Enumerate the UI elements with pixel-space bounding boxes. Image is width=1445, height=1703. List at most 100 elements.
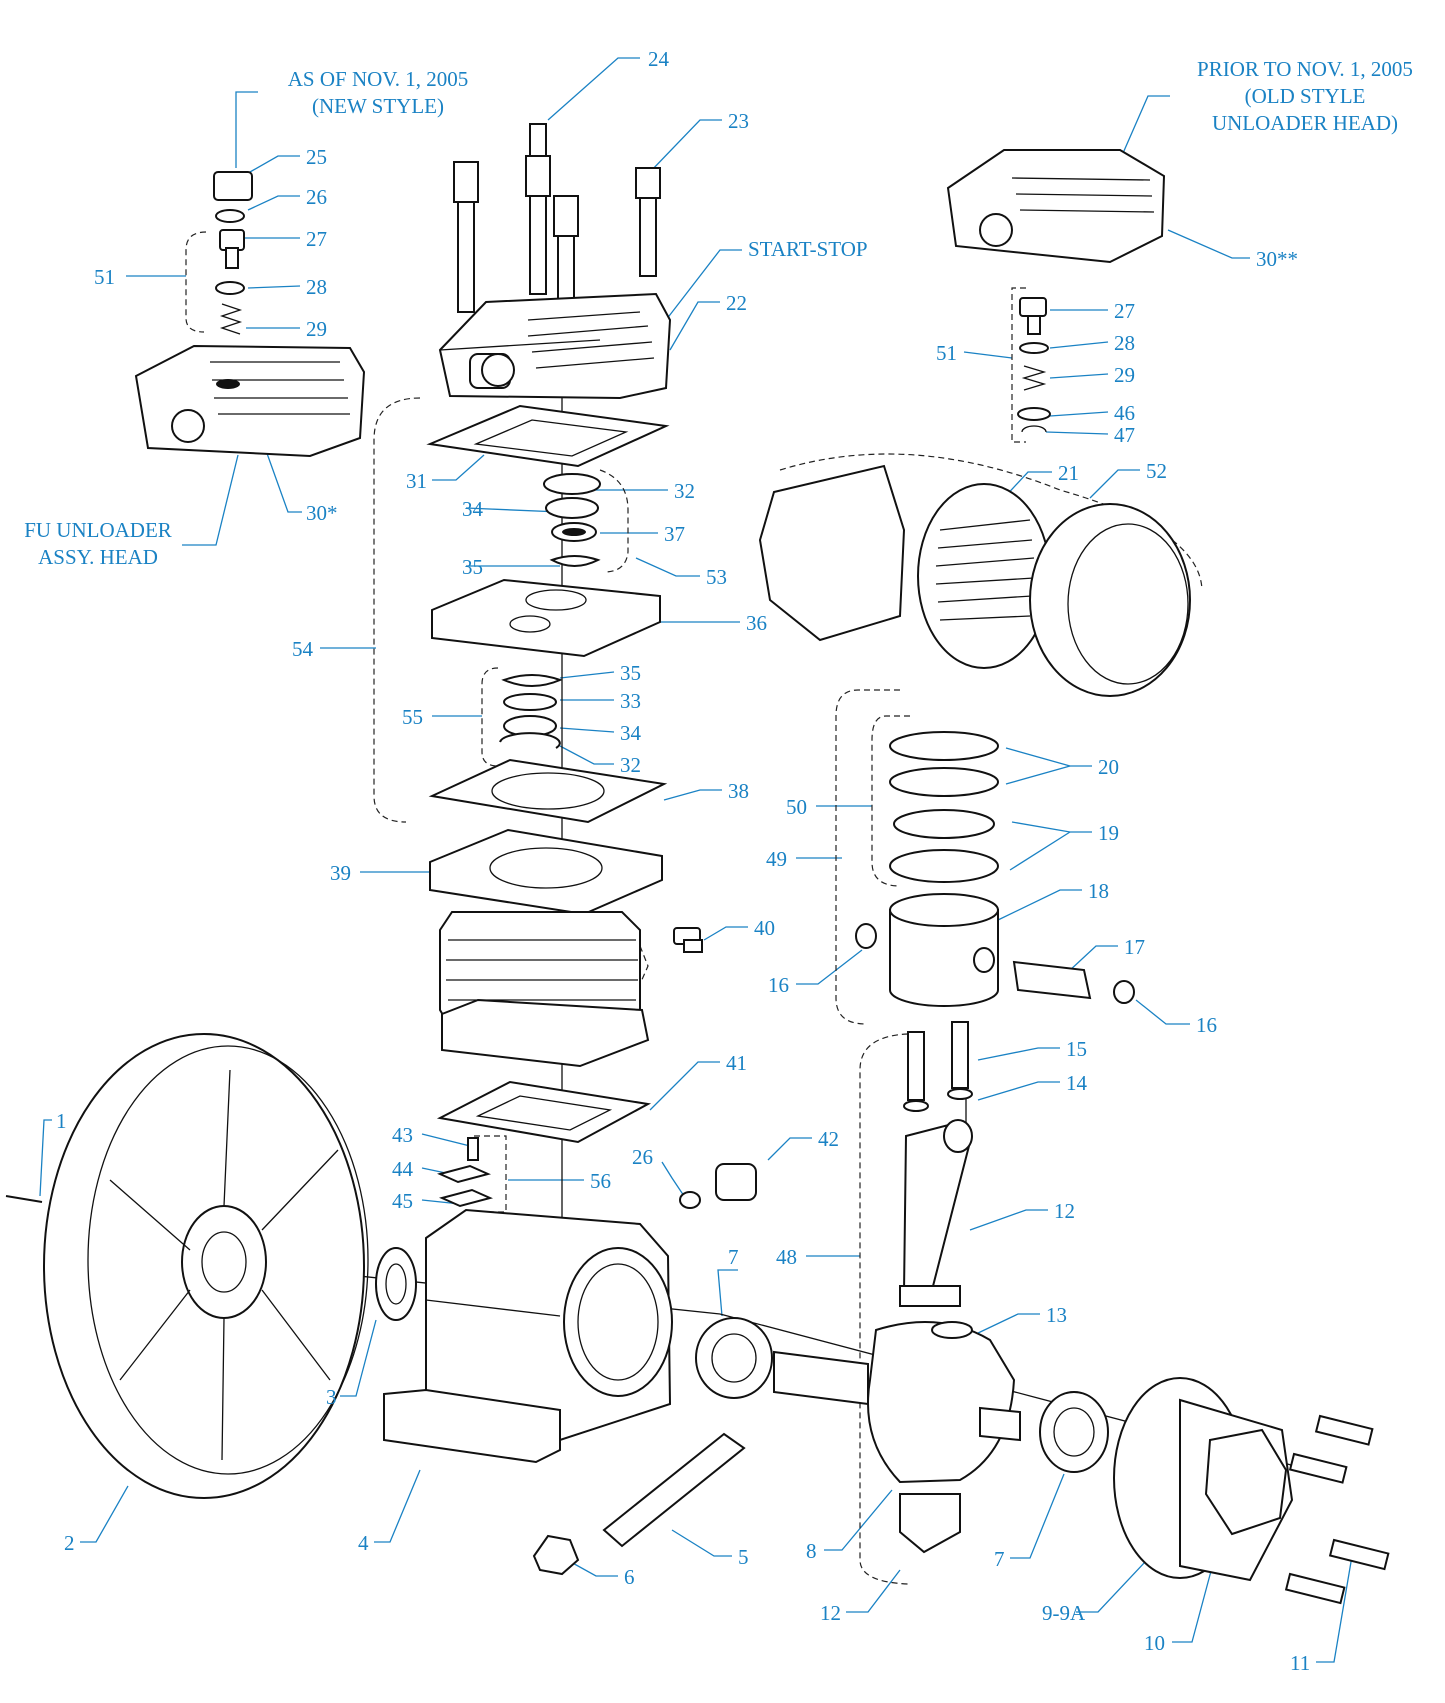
- callout-44: 44: [392, 1157, 414, 1181]
- callout-32: 32: [674, 479, 695, 503]
- callout-29-right: 29: [1114, 363, 1135, 387]
- bearing-7-left: [695, 1317, 773, 1399]
- flywheel-2: [43, 1033, 369, 1499]
- unloader-parts-right: [1017, 297, 1051, 433]
- callout-14: 14: [1066, 1071, 1088, 1095]
- valve-parts-lower: [499, 674, 563, 749]
- callout-30-double-star: 30**: [1256, 247, 1298, 271]
- callout-24: 24: [648, 47, 670, 71]
- callout-16-left: 16: [768, 973, 789, 997]
- connecting-rod-12: [899, 1119, 973, 1554]
- callout-31: 31: [406, 469, 427, 493]
- callout-15: 15: [1066, 1037, 1087, 1061]
- group-outlines: [185, 231, 1203, 1585]
- note-start-stop: START-STOP: [748, 237, 868, 261]
- callout-22: 22: [726, 291, 747, 315]
- callout-34-lower: 34: [620, 721, 642, 745]
- fitting-40: [673, 927, 703, 953]
- callout-36: 36: [746, 611, 767, 635]
- callout-26-lower: 26: [632, 1145, 653, 1169]
- callout-10: 10: [1144, 1631, 1165, 1655]
- callout-17: 17: [1124, 935, 1145, 959]
- callout-7-lower: 7: [994, 1547, 1005, 1571]
- gasket-41: [436, 1080, 652, 1144]
- callout-51-right: 51: [936, 341, 957, 365]
- gasket-38: [428, 758, 668, 824]
- head-bolts: [453, 123, 661, 313]
- note-old-style-line1: PRIOR TO NOV. 1, 2005: [1197, 57, 1413, 81]
- leader-lines: [39, 57, 1353, 1663]
- callout-40: 40: [754, 916, 775, 940]
- cylinder-head-22: [438, 292, 672, 400]
- callout-7-upper: 7: [728, 1245, 739, 1269]
- piston-rings-18-19-20: [889, 731, 999, 1007]
- callout-47: 47: [1114, 423, 1135, 447]
- unloader-head-new-30: [134, 344, 366, 458]
- callout-42: 42: [818, 1127, 839, 1151]
- shaft-key-1: [5, 1195, 43, 1203]
- note-fu-line2: ASSY. HEAD: [38, 545, 158, 569]
- callout-28: 28: [306, 275, 327, 299]
- cylinder-39: [429, 828, 663, 1068]
- callout-25: 25: [306, 145, 327, 169]
- drain-plug-6: [532, 1534, 580, 1576]
- callout-5: 5: [738, 1545, 749, 1569]
- callout-37: 37: [664, 522, 685, 546]
- callout-29: 29: [306, 317, 327, 341]
- crankcase-4: [383, 1208, 673, 1464]
- callout-23: 23: [728, 109, 749, 133]
- cover-bolts-11: [1284, 1414, 1390, 1605]
- callout-38: 38: [728, 779, 749, 803]
- callout-18: 18: [1088, 879, 1109, 903]
- callout-numbers: 24 23 25 26 27 51 28 29 30* 22 31 32 34 …: [56, 47, 1310, 1675]
- note-old-style-line2: (OLD STYLE: [1245, 84, 1366, 108]
- callout-28-right: 28: [1114, 331, 1135, 355]
- note-new-style-line2: (NEW STYLE): [312, 94, 444, 118]
- end-cover-9-10: [1113, 1377, 1294, 1582]
- callout-19: 19: [1098, 821, 1119, 845]
- callout-53: 53: [706, 565, 727, 589]
- note-old-style-line3: UNLOADER HEAD): [1212, 111, 1398, 135]
- callout-4: 4: [358, 1531, 369, 1555]
- callout-1: 1: [56, 1109, 67, 1133]
- callout-35-lower: 35: [620, 661, 641, 685]
- callout-12-lower: 12: [820, 1601, 841, 1625]
- callout-52: 52: [1146, 459, 1167, 483]
- bearing-7-right: [1039, 1391, 1109, 1473]
- callout-41: 41: [726, 1051, 747, 1075]
- callout-51: 51: [94, 265, 115, 289]
- callout-35: 35: [462, 555, 483, 579]
- callout-50: 50: [786, 795, 807, 819]
- note-labels: AS OF NOV. 1, 2005 (NEW STYLE) PRIOR TO …: [24, 57, 1413, 569]
- callout-56: 56: [590, 1169, 611, 1193]
- callout-27: 27: [306, 227, 327, 251]
- callout-6: 6: [624, 1565, 635, 1589]
- oil-seal-3: [375, 1247, 417, 1321]
- callout-43: 43: [392, 1123, 413, 1147]
- wrist-pin-17-16: [855, 923, 1135, 1004]
- callout-33: 33: [620, 689, 641, 713]
- rod-bolts-15-14: [903, 1021, 973, 1112]
- crankshaft-8: [773, 1321, 1021, 1484]
- callout-39: 39: [330, 861, 351, 885]
- unloader-parts-left: [213, 171, 253, 335]
- drain-pipe-5: [602, 1432, 746, 1548]
- note-new-style-line1: AS OF NOV. 1, 2005: [288, 67, 468, 91]
- callout-49: 49: [766, 847, 787, 871]
- callout-54: 54: [292, 637, 314, 661]
- callout-13: 13: [1046, 1303, 1067, 1327]
- callout-11: 11: [1290, 1651, 1310, 1675]
- callout-30-star: 30*: [306, 501, 338, 525]
- callout-45: 45: [392, 1189, 413, 1213]
- air-filter-21-52: [758, 464, 1191, 697]
- callout-48: 48: [776, 1245, 797, 1269]
- callout-46: 46: [1114, 401, 1135, 425]
- callout-21: 21: [1058, 461, 1079, 485]
- dipstick-parts-43-45: [437, 1137, 493, 1208]
- note-fu-line1: FU UNLOADER: [24, 518, 172, 542]
- breather-42: [679, 1163, 757, 1209]
- callout-20: 20: [1098, 755, 1119, 779]
- callout-16-right: 16: [1196, 1013, 1217, 1037]
- unloader-head-old-30: [946, 149, 1166, 264]
